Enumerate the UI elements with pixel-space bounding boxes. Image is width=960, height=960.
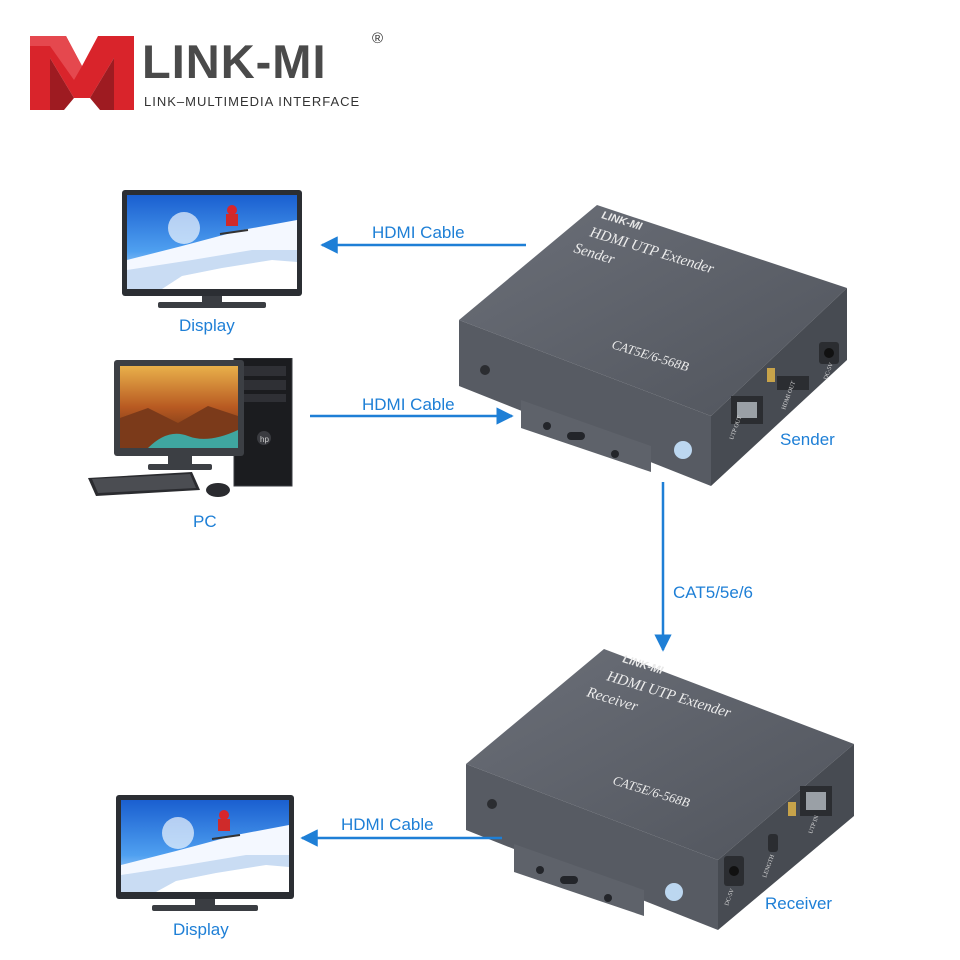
registered-mark: ® xyxy=(372,30,384,47)
brand-name: LINK-MI xyxy=(142,35,327,88)
sender-port-dc: DC-5V xyxy=(823,361,835,380)
label-receiver-to-display: HDMI Cable xyxy=(341,815,434,834)
pc-tower-logo: hp xyxy=(260,435,269,444)
receiver-port-dc: DC-5V xyxy=(724,887,736,906)
pc-label: PC xyxy=(193,512,217,531)
display-bottom-icon xyxy=(116,795,294,911)
label-sender-to-receiver: CAT5/5e/6 xyxy=(673,583,754,602)
brand-logo-mark xyxy=(30,36,134,110)
sender-label: Sender xyxy=(780,430,835,449)
brand-tagline: LINK–MULTIMEDIA INTERFACE xyxy=(144,94,361,109)
sender-device: LINK-MI HDMI UTP Extender Sender CAT5E/6… xyxy=(459,205,847,486)
display-top-icon xyxy=(122,190,302,308)
display-bottom-label: Display xyxy=(173,920,229,939)
receiver-device: LINK-MI HDMI UTP Extender Receiver CAT5E… xyxy=(466,649,854,930)
label-sender-to-display: HDMI Cable xyxy=(372,223,465,242)
receiver-label: Receiver xyxy=(765,894,833,913)
label-pc-to-sender: HDMI Cable xyxy=(362,395,455,414)
pc-icon: hp xyxy=(88,358,293,497)
display-top-label: Display xyxy=(179,316,235,335)
